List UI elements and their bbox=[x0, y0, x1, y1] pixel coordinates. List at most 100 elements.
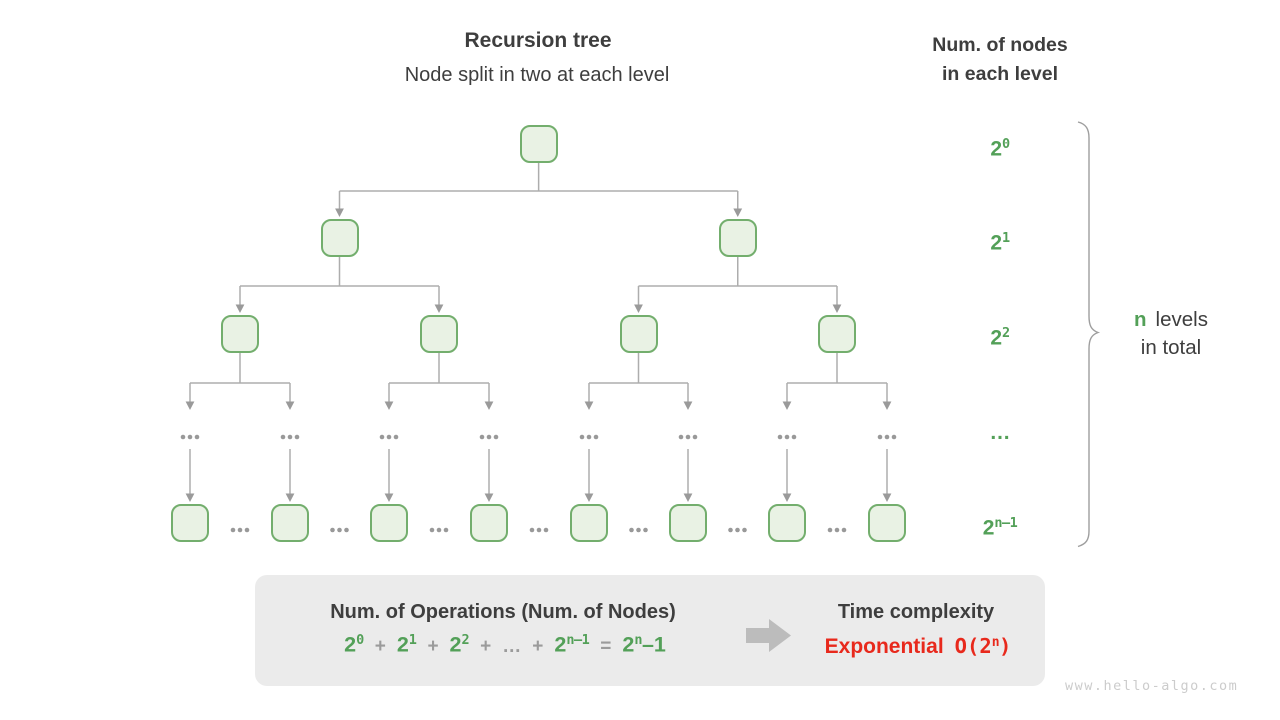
ellipsis-dots bbox=[678, 434, 684, 440]
ellipsis-dots bbox=[280, 434, 286, 440]
brace-note-line2: in total bbox=[1140, 336, 1202, 359]
arrow-head-icon bbox=[235, 304, 245, 313]
tree-node bbox=[669, 504, 707, 542]
ellipsis-dots bbox=[629, 527, 634, 533]
operations-formula: 20+21+22+…+2n–1=2n–1 bbox=[344, 632, 666, 658]
ellipsis-dots bbox=[187, 434, 193, 440]
ellipsis-dots bbox=[393, 434, 399, 440]
ellipsis-dots bbox=[194, 434, 200, 440]
ellipsis-dots bbox=[486, 434, 492, 440]
brace-note-levels: levels bbox=[1155, 308, 1208, 331]
ellipsis-dots bbox=[287, 434, 293, 440]
operations-title: Num. of Operations (Num. of Nodes) bbox=[330, 601, 676, 623]
ellipsis-dots bbox=[742, 527, 747, 533]
ellipsis-dots bbox=[344, 527, 349, 533]
arrow-head-icon bbox=[584, 493, 594, 502]
formula-operator: … bbox=[502, 635, 522, 657]
ellipsis-dots bbox=[586, 434, 592, 440]
big-o-exponent: n bbox=[991, 635, 1000, 650]
ellipsis-dots bbox=[784, 434, 790, 440]
arrow-head-icon bbox=[882, 493, 892, 502]
levels-header-line1: Num. of nodes bbox=[932, 34, 1068, 56]
ellipsis-dots bbox=[294, 434, 300, 440]
ellipsis-dots bbox=[834, 527, 840, 533]
tree-node bbox=[470, 504, 508, 542]
formula-term: 2n–1 bbox=[622, 632, 666, 657]
arrow-head-icon bbox=[285, 493, 295, 502]
ellipsis-dots bbox=[330, 527, 335, 533]
arrow-head-icon bbox=[683, 493, 693, 502]
ellipsis-dots bbox=[244, 527, 250, 533]
tree-node bbox=[818, 315, 856, 353]
arrow-head-icon bbox=[185, 401, 195, 410]
arrow-head-icon bbox=[335, 208, 344, 217]
ellipsis-dots bbox=[884, 434, 890, 440]
tree-node bbox=[519, 125, 558, 163]
brace-note-n: n bbox=[1134, 308, 1147, 331]
ellipsis-dots bbox=[791, 434, 797, 440]
ellipsis-dots bbox=[529, 527, 535, 533]
tree-node bbox=[868, 504, 906, 542]
ellipsis-dots bbox=[543, 527, 549, 533]
complexity-value: Exponential O(2n) bbox=[825, 634, 1012, 659]
level-count-label: 21 bbox=[990, 230, 1010, 255]
complexity-word: Exponential bbox=[824, 635, 944, 658]
summary-box bbox=[255, 575, 1045, 686]
tree-node bbox=[221, 315, 259, 353]
ellipsis-dots bbox=[180, 434, 186, 440]
big-o-prefix: O(2 bbox=[954, 634, 992, 658]
tree-node bbox=[619, 315, 658, 353]
arrow-head-icon bbox=[484, 493, 494, 502]
arrow-head-icon bbox=[434, 304, 444, 313]
ellipsis-dots bbox=[891, 434, 897, 440]
big-o-suffix: ) bbox=[999, 634, 1012, 658]
arrow-head-icon bbox=[484, 401, 494, 410]
ellipsis-dots bbox=[379, 434, 385, 440]
watermark: www.hello-algo.com bbox=[1065, 678, 1239, 694]
formula-term: 2n–1 bbox=[554, 632, 590, 657]
tree-node bbox=[570, 504, 608, 542]
ellipsis-dots bbox=[636, 527, 641, 533]
level-count-label: … bbox=[989, 421, 1011, 444]
brace-path bbox=[1077, 121, 1101, 548]
arrow-head-icon bbox=[782, 401, 792, 410]
diagram-subtitle: Node split in two at each level bbox=[404, 64, 670, 86]
formula-operator: + bbox=[532, 635, 544, 657]
ellipsis-dots bbox=[841, 527, 847, 533]
level-count-label: 20 bbox=[990, 136, 1010, 161]
ellipsis-dots bbox=[728, 527, 733, 533]
level-count-label: 2n–1 bbox=[982, 515, 1018, 540]
ellipsis-dots bbox=[735, 527, 740, 533]
diagram-title: Recursion tree bbox=[464, 29, 612, 52]
arrow-head-icon bbox=[832, 304, 842, 313]
ellipsis-dots bbox=[429, 527, 435, 533]
arrow-head-icon bbox=[882, 401, 892, 410]
ellipsis-dots bbox=[386, 434, 392, 440]
levels-column-header: Num. of nodes in each level bbox=[932, 31, 1067, 89]
ellipsis-dots bbox=[685, 434, 691, 440]
arrow-head-icon bbox=[733, 208, 743, 217]
tree-node bbox=[171, 504, 209, 542]
arrow-head-icon bbox=[782, 493, 792, 502]
tree-node bbox=[420, 315, 458, 353]
arrow-head-icon bbox=[683, 401, 693, 410]
ellipsis-dots bbox=[436, 527, 442, 533]
arrow-head-icon bbox=[285, 401, 295, 410]
formula-operator: + bbox=[374, 635, 386, 657]
ellipsis-dots bbox=[777, 434, 783, 440]
level-count-label: 22 bbox=[990, 325, 1010, 350]
ellipsis-dots bbox=[493, 434, 499, 440]
tree-node bbox=[370, 504, 408, 542]
tree-node bbox=[271, 504, 309, 542]
ellipsis-dots bbox=[443, 527, 449, 533]
arrow-head-icon bbox=[384, 401, 394, 410]
ellipsis-dots bbox=[479, 434, 485, 440]
ellipsis-dots bbox=[237, 527, 243, 533]
big-o-notation: O(2n) bbox=[955, 634, 1012, 658]
arrow-head-icon bbox=[384, 493, 394, 502]
formula-operator: + bbox=[480, 635, 492, 657]
formula-operator: = bbox=[600, 635, 612, 657]
